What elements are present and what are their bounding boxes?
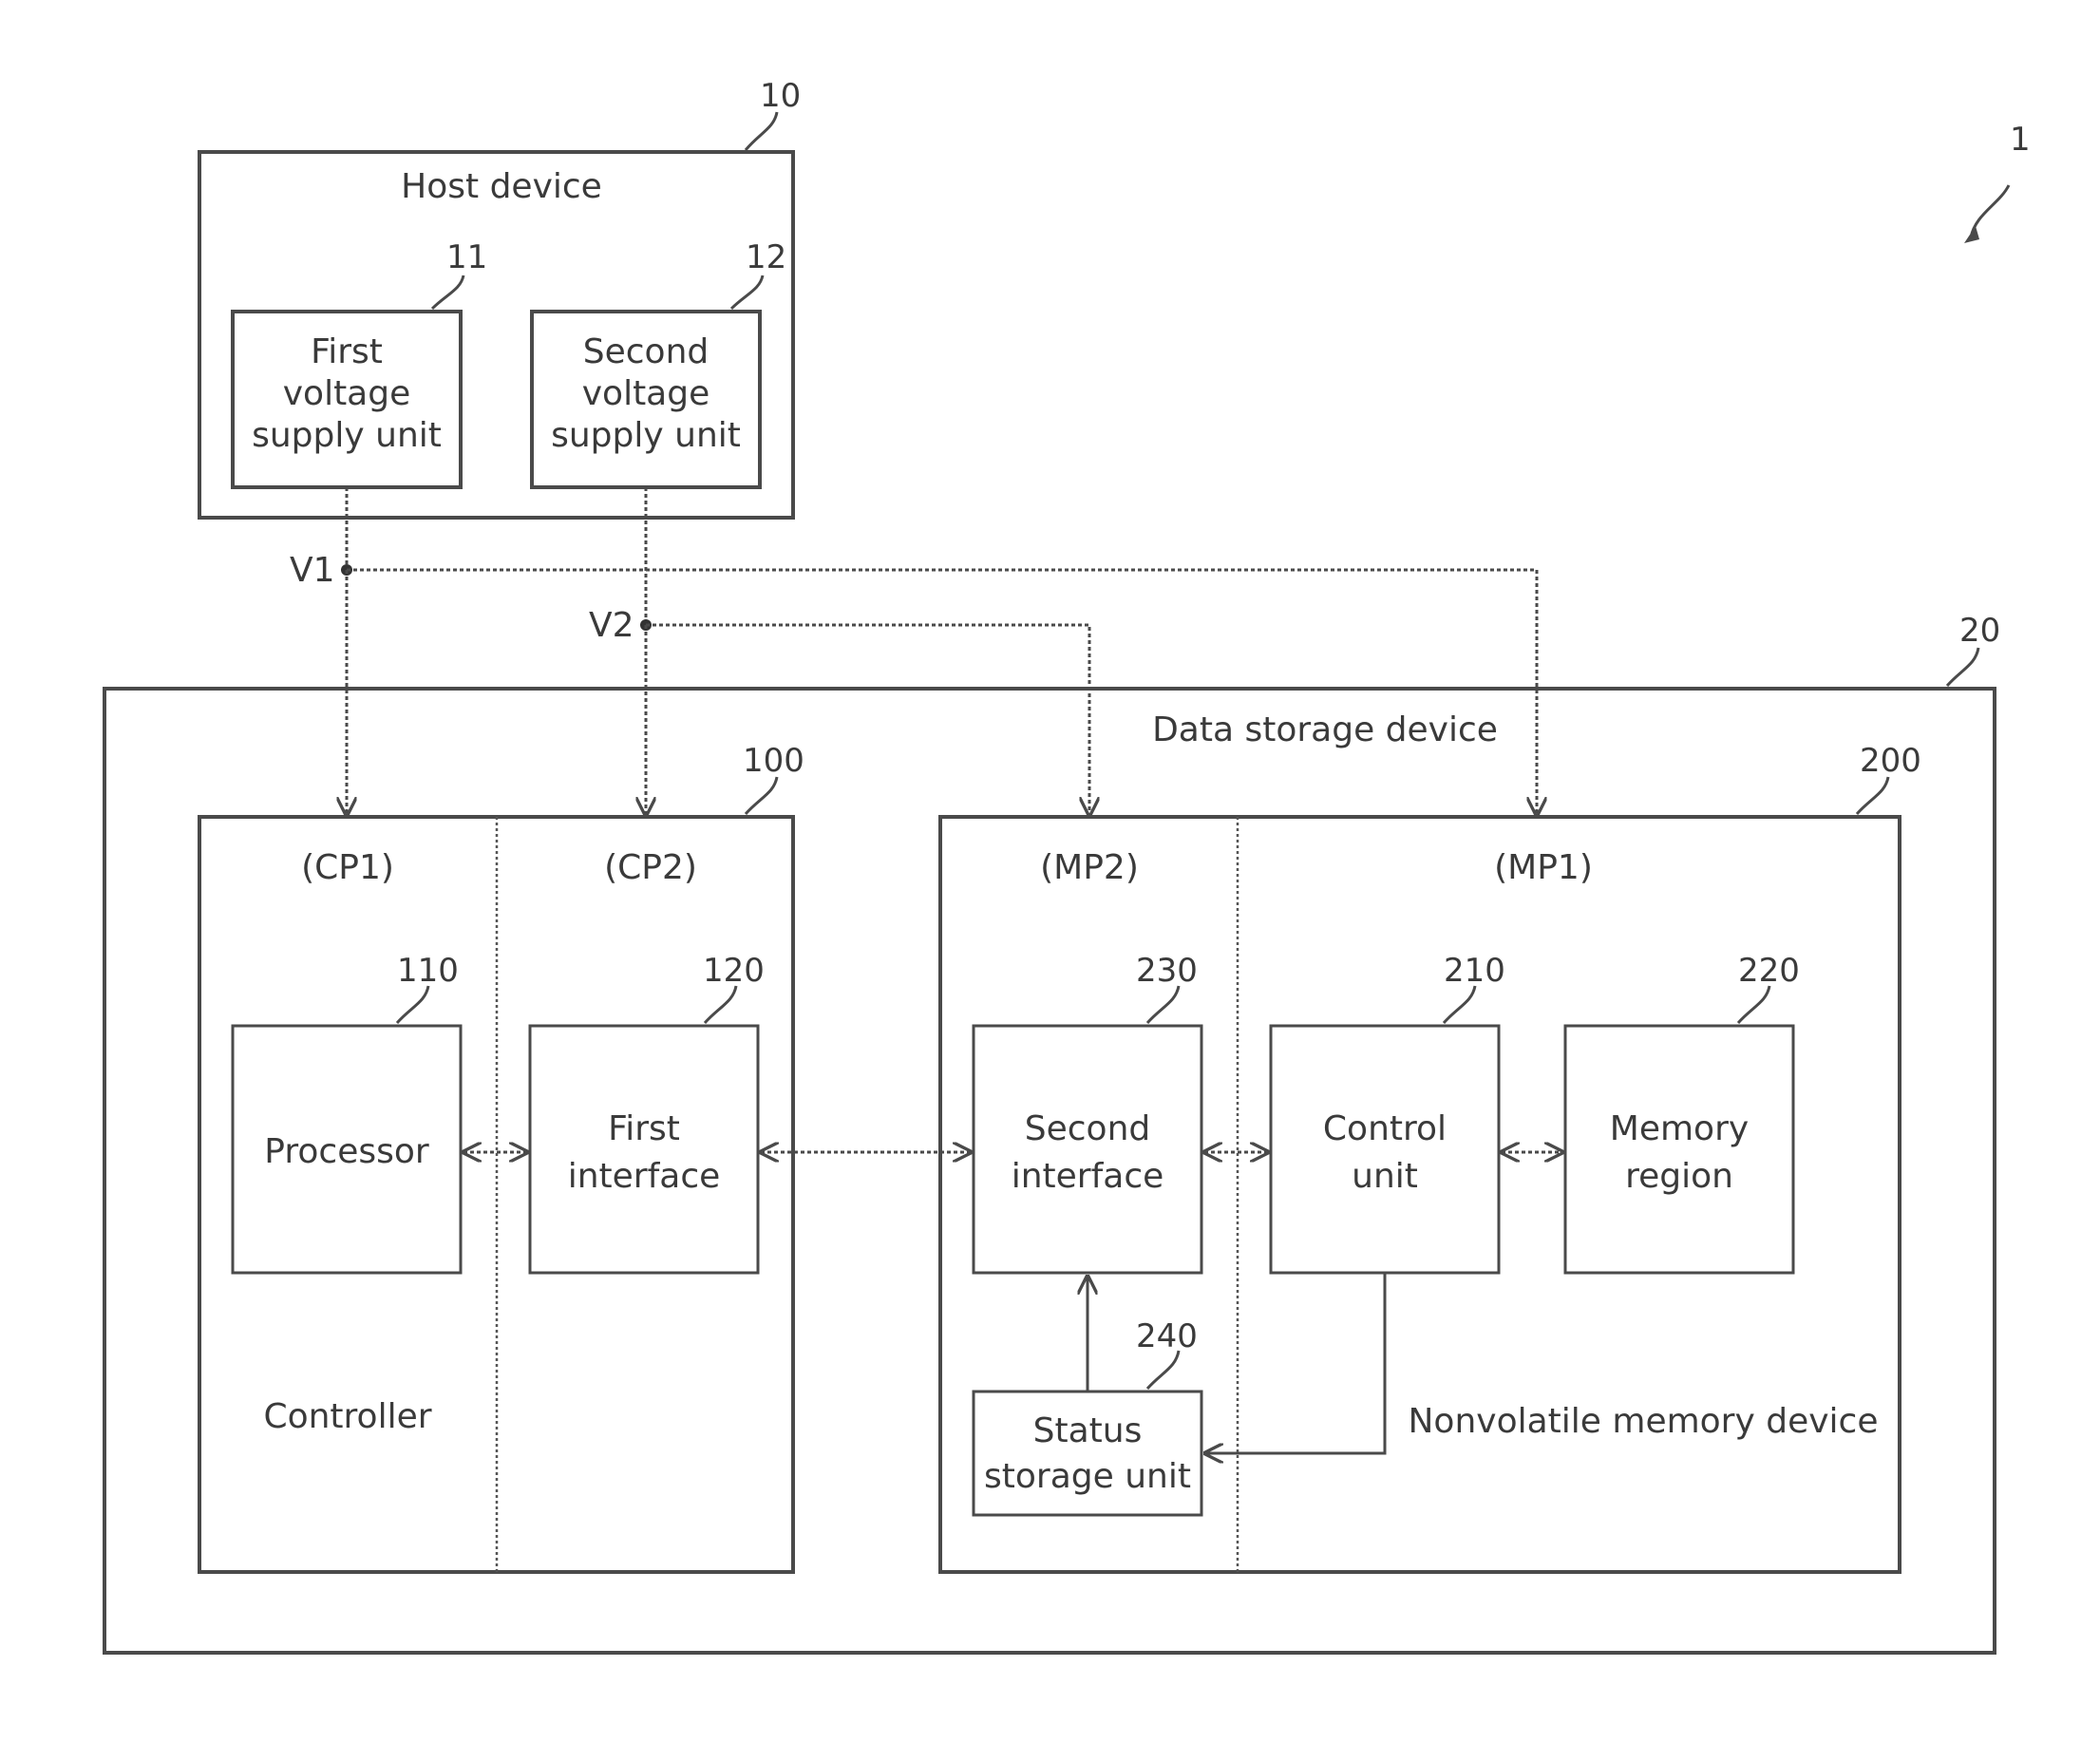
first-interface-line1: First [608,1109,680,1148]
first-interface-line2: interface [568,1157,721,1196]
processor-label: Processor [264,1132,429,1171]
controller-ref: 100 [743,742,804,780]
status-storage-line1: Status [1033,1411,1143,1450]
first-interface-box [530,1026,758,1273]
memory-region: Memory region 220 [1565,952,1800,1273]
first-voltage-supply-unit: First voltage supply unit 11 [233,238,487,487]
control-unit-ref: 210 [1444,952,1505,990]
second-interface-ref: 230 [1136,952,1198,990]
nvm-caption: Nonvolatile memory device [1409,1402,1879,1441]
supply1-ref-leader [432,275,464,309]
first-interface: First interface 120 [530,952,765,1273]
nvm-ref: 200 [1860,742,1921,780]
control-unit-to-status-link [1205,1273,1385,1453]
v2-node-label: V2 [589,606,634,645]
cp2-label: (CP2) [604,848,697,887]
figure-ref: 1 [1964,121,2031,243]
supply2-line1: Second [583,332,709,371]
memory-region-line2: region [1625,1157,1733,1196]
supply2-ref-leader [731,275,763,309]
supply2-ref: 12 [746,238,786,276]
host-ref-leader [746,112,777,150]
status-storage-line2: storage unit [984,1457,1191,1496]
v2-to-mp2-wire [646,625,1089,815]
supply2-line2: voltage [582,374,710,413]
status-storage-box [974,1392,1201,1515]
processor-ref-leader [397,986,428,1023]
supply2-line3: supply unit [551,416,741,455]
host-ref: 10 [760,77,801,115]
mp2-label: (MP2) [1040,848,1139,887]
signal-connections [464,1152,1562,1453]
voltage-wiring: V1 V2 [290,487,1537,815]
second-interface-line2: interface [1012,1157,1164,1196]
data-storage-device-title: Data storage device [1152,710,1498,749]
status-storage-ref: 240 [1136,1317,1198,1355]
second-interface: Second interface 230 [974,952,1201,1273]
memory-region-line1: Memory [1610,1109,1749,1148]
v1-to-mp1-wire [347,570,1537,815]
memory-region-box [1565,1026,1793,1273]
processor-ref: 110 [397,952,459,990]
supply1-line3: supply unit [252,416,442,455]
first-interface-ref: 120 [703,952,765,990]
first-interface-ref-leader [705,986,736,1023]
second-interface-line1: Second [1025,1109,1151,1148]
control-unit-ref-leader [1444,986,1475,1023]
control-unit: Control unit 210 [1271,952,1505,1273]
memory-region-ref: 220 [1738,952,1800,990]
supply1-ref: 11 [446,238,487,276]
storage-ref-leader [1947,648,1978,686]
controller-caption: Controller [263,1397,431,1436]
second-interface-box [974,1026,1201,1273]
figure-ref-number: 1 [2010,121,2031,159]
supply1-line1: First [311,332,383,371]
second-interface-ref-leader [1147,986,1179,1023]
host-device-title: Host device [401,167,602,206]
control-unit-line2: unit [1352,1157,1418,1196]
second-voltage-supply-unit: Second voltage supply unit 12 [532,238,786,487]
nvm-ref-leader [1857,777,1888,814]
control-unit-line1: Control [1323,1109,1447,1148]
processor: Processor 110 [233,952,461,1273]
control-unit-box [1271,1026,1499,1273]
storage-ref: 20 [1959,612,2000,650]
controller-ref-leader [746,777,777,814]
memory-region-ref-leader [1738,986,1769,1023]
supply1-line2: voltage [283,374,411,413]
v1-node-label: V1 [290,551,335,590]
status-storage-ref-leader [1147,1351,1179,1389]
mp1-label: (MP1) [1494,848,1593,887]
cp1-label: (CP1) [301,848,394,887]
